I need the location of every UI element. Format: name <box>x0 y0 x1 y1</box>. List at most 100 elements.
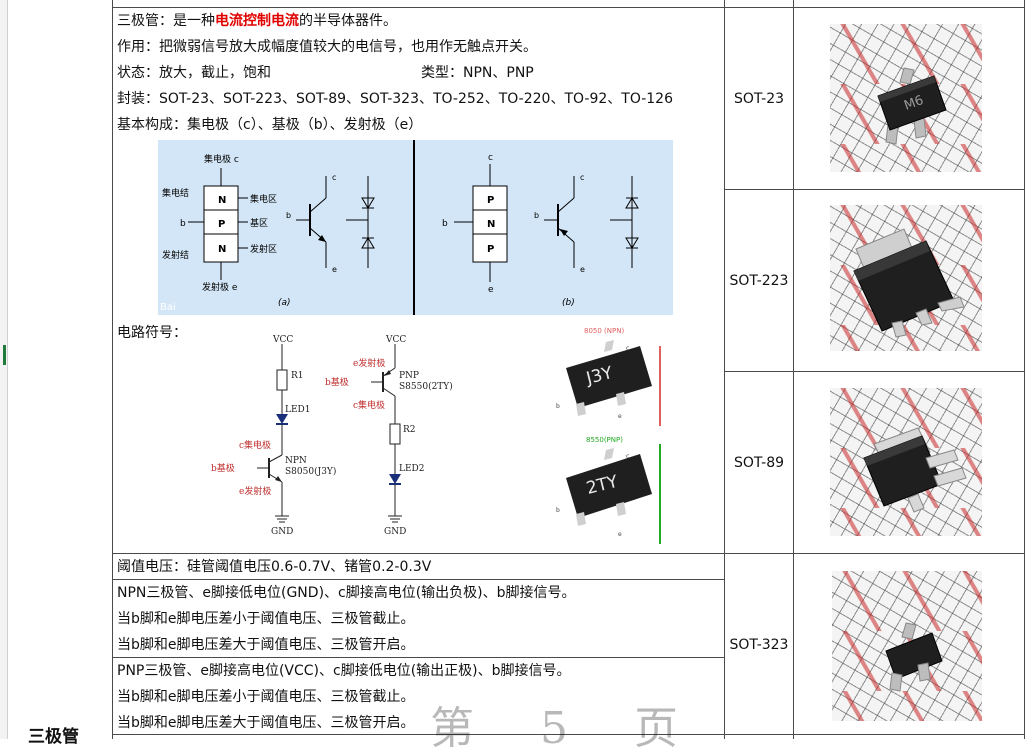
pnp-line-1: PNP三极管、e脚接高电位(VCC)、c脚接低电位(输出正极)、b脚接信号。 <box>117 663 571 679</box>
pnp-circuit: VCC e发射极 b基极 c集电极 PNP S8550(2TY) R2 LED2… <box>325 335 453 537</box>
npn-emitter-junction: 发射结 <box>162 249 189 261</box>
pnp-layer-1: P <box>487 195 494 206</box>
pnp-r2: R2 <box>403 425 416 435</box>
sot323-chip-image <box>885 622 943 692</box>
npn-symbol: c b e <box>286 173 375 274</box>
grid-line <box>793 0 794 739</box>
grid-line <box>112 734 1025 735</box>
grid-line <box>112 657 724 658</box>
npn-line-3: 当b脚和e脚电压差大于阈值电压、三极管开启。 <box>117 637 415 653</box>
pnp-symbol-e: e <box>580 265 585 274</box>
pnp-layer-2: N <box>487 219 495 230</box>
grid-line <box>724 371 1025 372</box>
grid-line <box>724 0 725 739</box>
pnp-e: e <box>488 285 494 295</box>
grid-line <box>112 553 1025 554</box>
definition-line: 三极管：是一种电流控制电流的半导体器件。 <box>117 13 397 29</box>
sot89-chip-image <box>863 427 967 513</box>
sot89-photo <box>830 388 982 536</box>
grid-line <box>112 7 1025 8</box>
pnp-chip-pin-c: c <box>626 453 629 460</box>
pnp-vcc: VCC <box>385 335 406 345</box>
npn-chip-pin-b: b <box>556 403 560 410</box>
chip-markings-image: 8050 (NPN) J3Y c b e 8550(PNP) 2TY c b e <box>556 327 661 544</box>
caption-a: (a) <box>278 298 291 308</box>
npn-chip-pin-e: e <box>618 413 622 420</box>
structure-line: 基本构成：集电极（c）、基极（b）、发射极（e） <box>117 117 423 133</box>
npn-chip-pin-c: c <box>626 345 629 352</box>
row-header-strip <box>0 0 8 739</box>
pnp-line-2: 当b脚和e脚电压差小于阈值电压、三极管截止。 <box>117 689 415 705</box>
pnp-b-label: b基极 <box>325 376 349 388</box>
function-line: 作用：把微弱信号放大成幅度值较大的电信号，也用作无触点开关。 <box>117 39 537 55</box>
npn-layer-1: N <box>218 195 226 206</box>
pnp-chip-title: 8550(PNP) <box>586 436 623 444</box>
pnp-symbol: c b e <box>534 173 639 274</box>
npn-collector-junction: 集电结 <box>162 187 189 199</box>
caption-b: (b) <box>562 298 575 308</box>
pnp-part: S8550(2TY) <box>399 381 453 392</box>
sot23-photo: M6 <box>830 24 982 172</box>
grid-line <box>1024 0 1025 739</box>
npn-collector-region: 集电区 <box>250 193 277 205</box>
npn-symbol-b: b <box>286 211 291 220</box>
grid-line <box>112 579 724 580</box>
npn-c-label: c集电极 <box>239 439 271 451</box>
sot23-marking: M6 <box>902 93 925 114</box>
npn-vcc: VCC <box>272 335 293 345</box>
npn-layer-3: N <box>218 244 226 255</box>
pnp-line-3: 当b脚和e脚电压差大于阈值电压、三极管开启。 <box>117 715 415 731</box>
section-title: 三极管 <box>28 727 79 747</box>
package-label-sot89: SOT-89 <box>733 455 785 471</box>
pnp-symbol-c: c <box>580 173 584 182</box>
row-marker <box>3 345 6 365</box>
npn-b-label: b基极 <box>211 462 235 474</box>
npn-emitter-bottom: 发射极 e <box>202 281 238 293</box>
npn-type: NPN <box>285 456 307 466</box>
npn-line-1: NPN三极管、e脚接低电位(GND)、c脚接高电位(输出负极)、b脚接信号。 <box>117 585 576 601</box>
packages-line: 封装：SOT-23、SOT-223、SOT-89、SOT-323、TO-252、… <box>117 91 674 107</box>
sot223-chip-image <box>853 228 965 338</box>
pnp-type: PNP <box>399 371 419 381</box>
npn-base-region: 基区 <box>250 217 268 229</box>
sot23-chip-image: M6 <box>877 67 947 145</box>
pnp-layer-3: P <box>487 244 494 255</box>
npn-collector-top: 集电极 c <box>204 153 239 165</box>
pnp-c: c <box>488 153 493 163</box>
npn-part: S8050(J3Y) <box>285 466 336 477</box>
definition-highlight: 电流控制电流 <box>215 13 299 29</box>
page-watermark: 第 5 页 <box>430 703 704 754</box>
npn-symbol-e: e <box>332 265 337 274</box>
npn-structure: N P N 集电极 c 集电结 b 发射结 发射极 e 集电区 基区 发射区 (… <box>162 153 291 308</box>
pnp-b: b <box>442 219 448 229</box>
package-label-sot23: SOT-23 <box>733 91 785 107</box>
baidu-watermark: Bai <box>160 302 176 313</box>
transistor-structure-diagram: N P N 集电极 c 集电结 b 发射结 发射极 e 集电区 基区 发射区 (… <box>158 140 673 315</box>
npn-line-2: 当b脚和e脚电压差小于阈值电压、三极管截止。 <box>117 611 415 627</box>
npn-r1: R1 <box>291 371 304 381</box>
threshold-line: 阈值电压：硅管阈值电压0.6-0.7V、锗管0.2-0.3V <box>117 559 432 575</box>
pnp-gnd: GND <box>384 527 406 537</box>
pnp-chip-pin-b: b <box>556 507 560 514</box>
npn-circuit: VCC R1 LED1 GND c集电极 b基极 e发射极 NPN S8050(… <box>211 335 336 537</box>
npn-symbol-c: c <box>332 173 336 182</box>
pnp-structure: P N P c b e (b) <box>442 153 575 308</box>
grid-line <box>112 0 113 739</box>
circuit-schematics: VCC R1 LED1 GND c集电极 b基极 e发射极 NPN S8050(… <box>211 335 453 537</box>
npn-gnd: GND <box>271 527 293 537</box>
npn-led: LED1 <box>285 405 311 415</box>
pnp-e-label: e发射极 <box>353 357 385 369</box>
circuit-symbol-label: 电路符号： <box>117 325 187 341</box>
package-label-sot323: SOT-323 <box>729 637 789 653</box>
pnp-led: LED2 <box>399 464 425 474</box>
npn-layer-2: P <box>218 219 225 230</box>
npn-chip-title: 8050 (NPN) <box>584 327 624 335</box>
npn-e-label: e发射极 <box>239 485 271 497</box>
npn-base-pin: b <box>180 219 186 229</box>
states-line: 状态：放大，截止，饱和 <box>117 65 271 81</box>
sot223-photo <box>830 205 982 351</box>
pnp-symbol-b: b <box>534 211 539 220</box>
package-label-sot223: SOT-223 <box>729 273 789 289</box>
pnp-chip-pin-e: e <box>618 531 622 538</box>
sot323-photo <box>832 571 982 721</box>
